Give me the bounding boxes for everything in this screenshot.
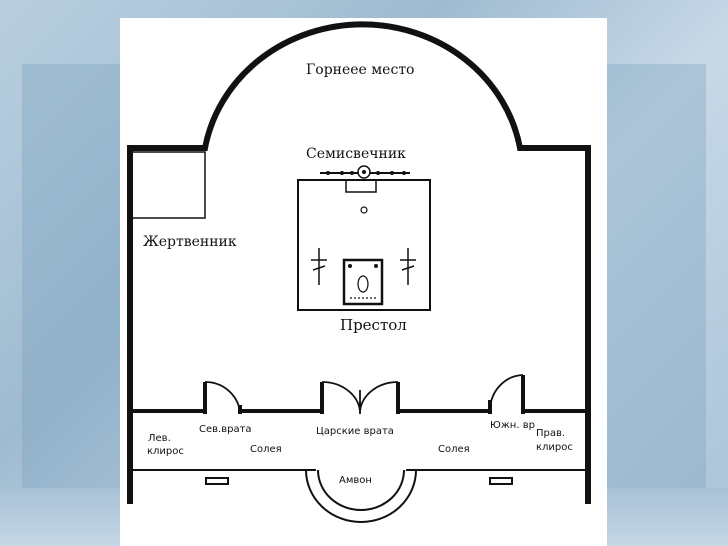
- cross-left: [311, 248, 327, 285]
- outer-wall: [127, 21, 591, 504]
- label-prav-kliros-1: Прав.: [536, 428, 565, 439]
- altar-lamp: [360, 206, 368, 214]
- zhertvennik-table: [133, 151, 206, 219]
- label-yuzh-vrata: Южн. вр: [490, 420, 535, 431]
- label-sev-vrata: Сев.врата: [199, 424, 252, 435]
- cross-right: [400, 248, 416, 285]
- label-tsarskie-vrata: Царские врата: [316, 426, 394, 437]
- label-gornee-mesto: Горнеее место: [306, 62, 415, 78]
- label-prestol: Престол: [340, 316, 407, 334]
- door-swings: [204, 374, 524, 414]
- label-soleya-left: Солея: [250, 444, 282, 455]
- label-semisvechnik: Семисвечник: [306, 146, 406, 162]
- label-lev-kliros-2: клирос: [147, 446, 184, 457]
- label-prav-kliros-2: клирос: [536, 442, 573, 453]
- label-lev-kliros-1: Лев.: [148, 433, 171, 444]
- label-amvon: Амвон: [339, 475, 372, 486]
- seven-branch-candlestick: [320, 165, 410, 193]
- label-soleya-right: Солея: [438, 444, 470, 455]
- amvon-platform: [305, 469, 417, 523]
- soleya-edge: [133, 469, 585, 485]
- iconostasis: [133, 375, 585, 414]
- prestol-holy-table: [342, 258, 384, 306]
- label-zhertvennik: Жертвенник: [143, 234, 237, 250]
